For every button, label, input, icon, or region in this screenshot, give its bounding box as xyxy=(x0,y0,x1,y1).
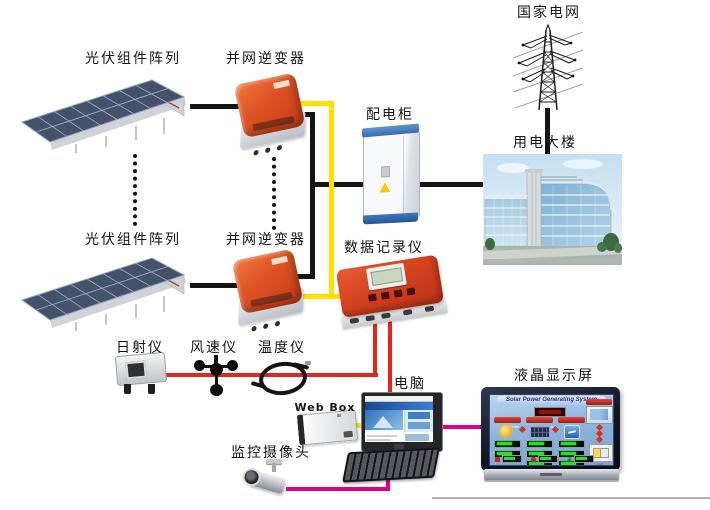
grid-inverter-bottom xyxy=(231,248,310,332)
cabinet-door xyxy=(363,131,420,220)
building-image xyxy=(483,154,622,265)
tv-dashboard: Solar Power Generating System Solar Powe… xyxy=(489,394,614,466)
data-logger-label: 数据记录仪 xyxy=(344,241,424,256)
wire-ac-inverter2-to-logger xyxy=(298,294,340,299)
inverter-bottom-label: 并网逆变器 xyxy=(226,233,306,248)
wire-camera-horizontal xyxy=(286,487,390,491)
ellipsis-arrays xyxy=(133,154,137,226)
wire-grid-to-building xyxy=(545,108,550,158)
data-logger-image xyxy=(334,254,452,332)
temperature-sensor-image xyxy=(250,357,311,399)
wire-logger-to-sensors xyxy=(373,320,377,377)
building-label: 用电大楼 xyxy=(513,136,577,151)
pv-array-top-image xyxy=(20,79,186,153)
table-edge-line xyxy=(432,497,710,499)
pyranometer-label: 日射仪 xyxy=(116,341,164,356)
load-icon-box xyxy=(589,444,613,462)
transmission-tower-image xyxy=(512,24,584,111)
monitor-screen xyxy=(365,396,433,442)
distribution-cabinet-label: 配电柜 xyxy=(366,108,414,123)
inverter-icon xyxy=(564,425,580,439)
public-grid-photo xyxy=(586,406,613,424)
warning-triangle-icon xyxy=(379,182,390,193)
wire-logger-to-computer xyxy=(388,320,392,398)
wire-dc-bus-vertical xyxy=(310,112,315,279)
tv-base-bar xyxy=(484,469,619,480)
wire-computer-to-tv xyxy=(436,425,486,429)
computer-keyboard xyxy=(342,447,440,483)
wire-sensor-bus xyxy=(160,373,378,377)
camera-lens xyxy=(240,466,263,489)
cctv-camera-image xyxy=(240,459,298,507)
grid-inverter-top xyxy=(233,72,312,156)
tv-dashboard-title: Solar Power Generating System xyxy=(497,396,606,405)
wire-cabinet-to-building xyxy=(406,182,486,187)
wire-ac-bus-vertical xyxy=(329,101,334,299)
thermometer-label: 温度仪 xyxy=(258,341,306,356)
wire-webbox-to-computer xyxy=(348,423,368,428)
tv-led-readout xyxy=(534,407,566,417)
computer-monitor xyxy=(361,392,443,456)
anemometer-label: 风速仪 xyxy=(190,341,238,356)
pv-array-bottom-label: 光伏组件阵列 xyxy=(85,233,181,248)
tv-load-label: Load xyxy=(594,463,604,466)
lcd-display-image: Solar Power Generating System Solar Powe… xyxy=(481,387,622,487)
tv-station-public-grid: Public Grid xyxy=(586,399,612,411)
web-box-label: Web Box xyxy=(294,401,356,414)
camera-label: 监控摄像头 xyxy=(231,446,311,461)
wire-bus-to-cabinet xyxy=(310,182,366,187)
distribution-cabinet-image xyxy=(361,123,425,226)
wire-pv2-to-inverter2 xyxy=(190,283,242,288)
logger-lcd xyxy=(365,262,407,291)
sun-icon xyxy=(500,425,512,437)
wire-pv1-to-inverter1 xyxy=(190,104,242,109)
pv-array-bottom-image xyxy=(20,257,186,331)
anemometer-image xyxy=(193,353,241,401)
inverter-top-label: 并网逆变器 xyxy=(226,52,306,67)
computer-label: 电脑 xyxy=(394,377,426,392)
pyranometer-image xyxy=(112,351,172,402)
wire-inverter2-stub xyxy=(294,274,315,279)
pv-module-icon xyxy=(530,426,550,438)
wire-ac-inverter1 xyxy=(298,101,334,106)
ellipsis-inverters xyxy=(272,157,276,230)
pv-array-top-label: 光伏组件阵列 xyxy=(85,52,181,67)
lcd-display-label: 液晶显示屏 xyxy=(514,369,594,384)
state-grid-label: 国家电网 xyxy=(517,6,581,21)
